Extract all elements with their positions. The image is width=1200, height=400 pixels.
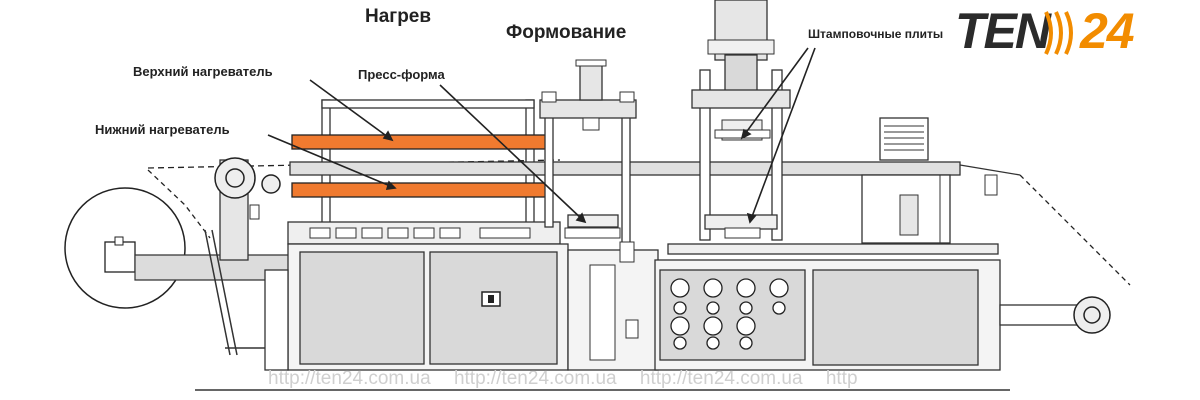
label-pointers: [267, 47, 816, 224]
forming-cylinder: [579, 63, 603, 101]
label-lower-heater: Нижний нагреватель: [95, 122, 230, 137]
press-post-right: [771, 69, 783, 241]
output-roller: [1073, 296, 1111, 334]
label-stamping-plates: Штамповочные плиты: [808, 27, 944, 41]
film-path: [147, 169, 211, 239]
press-mold-block: [567, 214, 619, 228]
label-forming: Формование: [506, 22, 627, 43]
flame-waves-icon: [1044, 11, 1073, 55]
stacker: [879, 117, 929, 161]
cutter: [899, 194, 919, 236]
ten24-logo: TEN 24: [955, 2, 1195, 62]
forming-post-right: [621, 96, 631, 248]
label-press-mold: Пресс-форма: [358, 67, 445, 82]
press-post-left: [699, 69, 711, 241]
film-roll-circle: [64, 187, 186, 309]
watermark-text: http://ten24.com.ua http://ten24.com.ua …: [268, 368, 858, 389]
forming-top-plate: [539, 99, 637, 119]
label-heating: Нагрев: [365, 6, 432, 27]
left-cabinet-door-2: [429, 251, 558, 365]
right-cabinet-door: [812, 269, 979, 366]
left-cabinet-door-1: [299, 251, 425, 365]
press-ram: [724, 54, 758, 96]
label-upper-heater: Верхний нагреватель: [133, 64, 273, 79]
lower-stamping-plate: [704, 214, 778, 230]
gauges: [670, 278, 789, 350]
idle-roller: [261, 174, 281, 194]
heater-top-beam: [321, 99, 535, 109]
upper-stamping-plate: [691, 89, 791, 109]
output-film-path: [1019, 174, 1131, 286]
drive-roller: [214, 157, 256, 199]
film-roll-clamp: [104, 241, 136, 273]
lower-heater: [291, 182, 551, 198]
logo-text-left: TEN: [955, 3, 1051, 59]
logo-text-right: 24: [1080, 3, 1135, 59]
upper-heater: [291, 134, 551, 150]
